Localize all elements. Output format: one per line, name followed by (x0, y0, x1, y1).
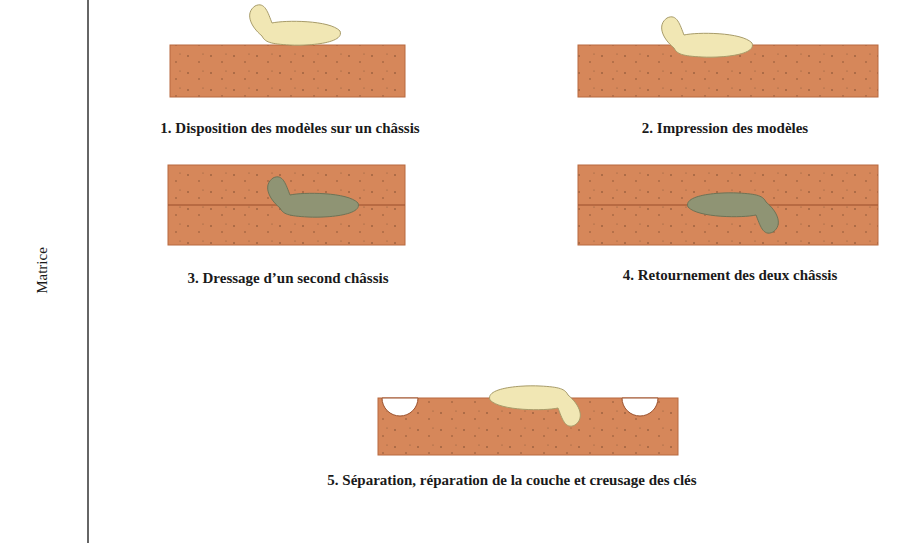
pattern-model (662, 17, 753, 57)
step-caption: 1. Disposition des modèles sur un châssi… (160, 120, 419, 137)
step-caption: 4. Retournement des deux châssis (623, 267, 838, 284)
pattern-model (490, 386, 581, 426)
step-caption: 2. Impression des modèles (642, 120, 808, 137)
key-hollow (382, 398, 418, 416)
pattern-model (250, 5, 341, 45)
row-label: Matrice (33, 247, 50, 294)
step-caption: 5. Séparation, réparation de la couche e… (327, 472, 696, 489)
mold-imprint (688, 193, 779, 233)
axis-line (87, 0, 89, 543)
mold-frame (578, 165, 878, 245)
mold-frame (168, 165, 405, 245)
key-hollow (622, 398, 658, 416)
step-caption: 3. Dressage d’un second châssis (188, 270, 389, 287)
mold-imprint (268, 177, 359, 217)
mold-frame (170, 45, 405, 97)
